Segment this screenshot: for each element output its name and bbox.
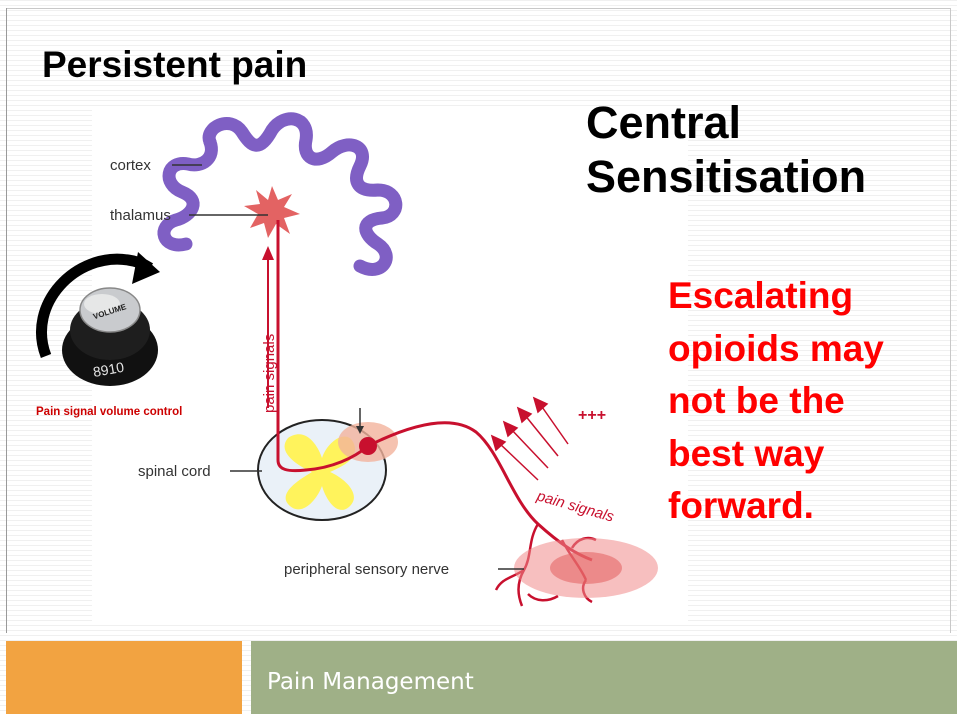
thalamus-star	[244, 186, 300, 238]
thalamus-label: thalamus	[110, 207, 171, 224]
heading-line-2: Sensitisation	[586, 150, 946, 204]
pain-signals-curved-label: pain signals	[534, 487, 616, 526]
peripheral-nerve-label: peripheral sensory nerve	[284, 561, 449, 578]
cortex-shape-left	[164, 142, 211, 245]
peripheral-nerve	[368, 423, 592, 560]
footer-text: Pain Management	[267, 669, 474, 695]
frame-line-top	[6, 8, 951, 9]
escalation-arrows	[492, 398, 568, 480]
spinal-cord-label: spinal cord	[138, 463, 211, 480]
warning-line-2: opioids may	[668, 323, 950, 376]
frame-line-right	[950, 8, 951, 633]
central-sensitisation-heading: Central Sensitisation	[586, 96, 946, 204]
slide-title: Persistent pain	[42, 44, 307, 86]
heading-line-1: Central	[586, 96, 946, 150]
upward-arrowhead	[262, 246, 274, 260]
opioid-warning: Escalating opioids may not be the best w…	[668, 270, 950, 533]
peripheral-injury-core	[550, 552, 622, 584]
frame-line-left	[6, 8, 7, 633]
footer-bar: Pain Management	[251, 641, 957, 714]
pain-signals-vertical-label: pain signals	[261, 334, 278, 413]
cortex-label: cortex	[110, 157, 151, 174]
warning-line-3: not be the	[668, 375, 950, 428]
warning-line-4: best way	[668, 428, 950, 481]
volume-control-caption: Pain signal volume control	[36, 406, 182, 418]
warning-line-1: Escalating	[668, 270, 950, 323]
volume-control: VOLUME 8910 Pain signal volume control	[12, 244, 242, 424]
footer-accent-block	[6, 641, 242, 714]
plus-marks: +++	[578, 407, 606, 424]
warning-line-5: forward.	[668, 480, 950, 533]
